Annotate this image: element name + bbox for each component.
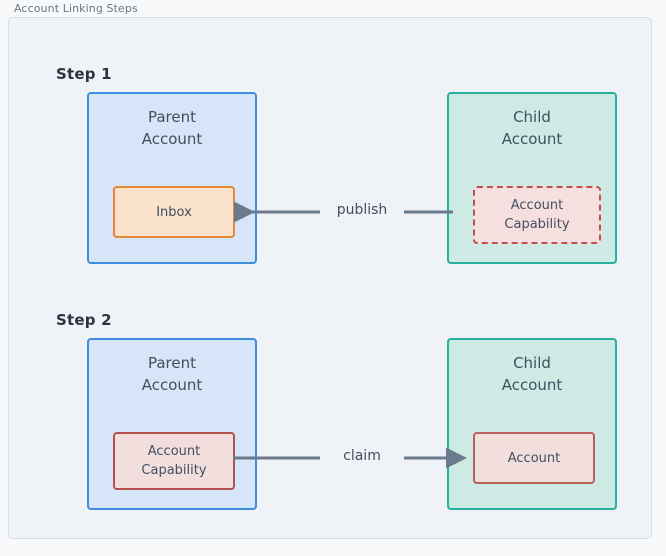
step-1-parent-account-box: Parent Account Inbox <box>87 92 257 264</box>
step-2-arrow-label: claim <box>320 448 404 464</box>
diagram-frame: Step 1 Parent Account Inbox Child Accoun… <box>8 17 652 539</box>
step-2-heading: Step 2 <box>56 311 112 329</box>
step-2-parent-account-title: Parent Account <box>141 354 203 394</box>
step-1-account-capability-label: Account Capability <box>504 198 570 232</box>
step-1-arrow-label: publish <box>320 202 404 218</box>
diagram-title: Account Linking Steps <box>14 2 138 15</box>
step-2-account-capability-label: Account Capability <box>141 444 207 478</box>
step-1-parent-account-title: Parent Account <box>141 108 203 148</box>
step-1-account-capability-box: Account Capability <box>473 186 601 244</box>
step-1-heading: Step 1 <box>56 65 112 83</box>
step-1-inbox-box: Inbox <box>113 186 235 238</box>
step-2-child-account-title: Child Account <box>501 354 563 394</box>
step-2-parent-account-box: Parent Account Account Capability <box>87 338 257 510</box>
step-1-child-account-title: Child Account <box>501 108 563 148</box>
step-2-account-capability-box: Account Capability <box>113 432 235 490</box>
step-2-account-resource-box: Account <box>473 432 595 484</box>
step-1-child-account-box: Child Account Account Capability <box>447 92 617 264</box>
step-1-inbox-label: Inbox <box>156 204 192 220</box>
step-2-child-account-box: Child Account Account <box>447 338 617 510</box>
step-2-account-resource-label: Account <box>507 450 561 466</box>
